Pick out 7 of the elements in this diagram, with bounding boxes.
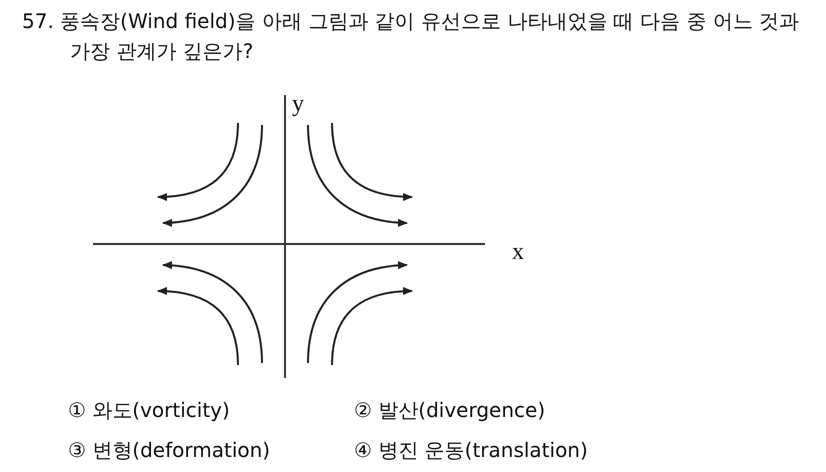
answer-option: ④ 병진 운동(translation) bbox=[354, 436, 588, 464]
question-text: 57. 풍속장(Wind field)을 아래 그림과 같이 유선으로 나타내었을 때 다음 중 어느 것과 가장 관계가 깊은가? bbox=[22, 8, 800, 65]
answer-option: ① 와도(vorticity) bbox=[68, 396, 354, 424]
axis-label: x bbox=[512, 240, 524, 264]
axis-label: y bbox=[292, 92, 304, 116]
answer-option: ③ 변형(deformation) bbox=[68, 436, 354, 464]
answer-option: ② 발산(divergence) bbox=[354, 396, 588, 424]
